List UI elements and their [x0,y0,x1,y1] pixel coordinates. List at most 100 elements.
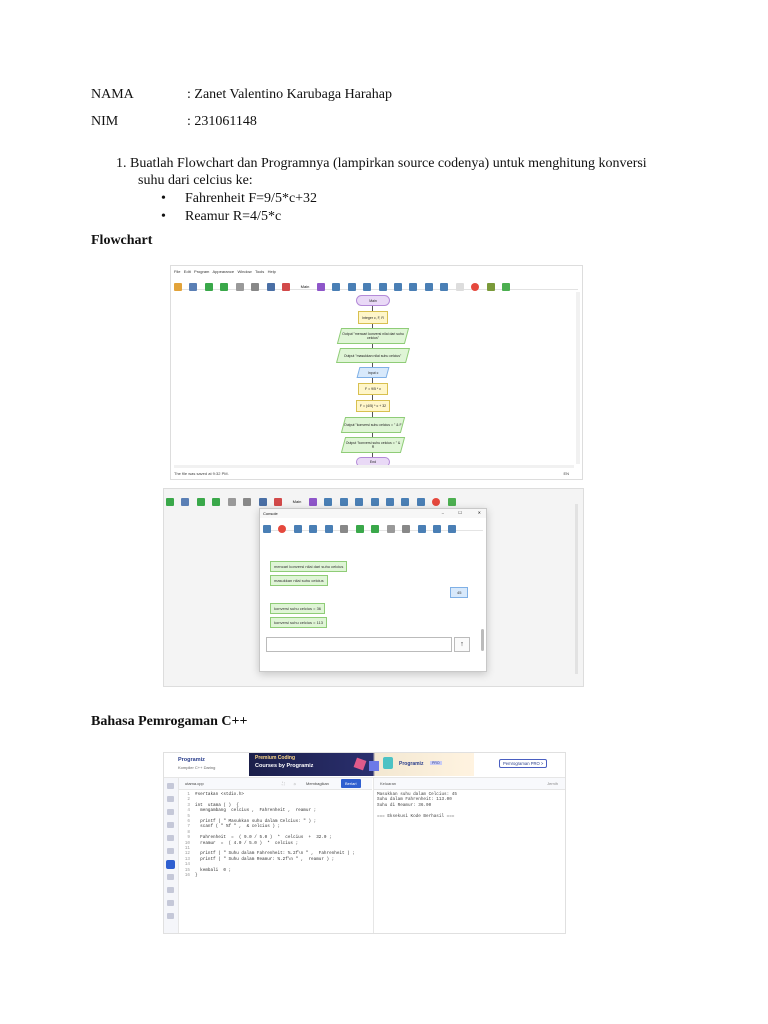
record-icon[interactable] [278,524,287,533]
function-dropdown[interactable]: Main [292,499,302,505]
code-line[interactable]: reamur = ( 4.0 / 5.0 ) * celcius ; [195,840,299,846]
language-sql-icon[interactable] [167,809,174,815]
step-icon[interactable] [220,282,229,291]
source-code-icon[interactable] [409,282,418,291]
menu-program[interactable]: Program [194,269,210,274]
run-icon[interactable] [355,524,364,533]
breakpoint-icon[interactable] [282,282,291,291]
promo-banner[interactable]: Premium Coding Courses by Programiz Prog… [249,753,474,776]
code-line[interactable]: int utama ( ) { [195,802,239,808]
step-over-icon[interactable] [212,497,221,506]
menu-appearance[interactable]: Appearance [212,269,235,274]
open-icon[interactable] [174,282,182,291]
language-csharp-icon[interactable] [167,874,174,880]
language-c-icon[interactable] [167,848,174,854]
language-go-icon[interactable] [167,900,174,906]
zoom-in-icon[interactable] [332,282,341,291]
menu-file[interactable]: File [174,269,181,274]
source-code[interactable]: #sertakan <stdio.h> int utama ( ) { meng… [195,792,355,879]
flow-node-output-1[interactable]: Output "mencari konversi nilai dari suhu… [336,328,410,344]
copy-icon[interactable] [324,524,333,533]
close-icon[interactable]: ✕ [477,510,481,515]
code-line[interactable]: scanf ( " %f " , & celcius ) ; [195,824,281,830]
language-js-icon[interactable] [167,887,174,893]
save-icon[interactable] [181,497,190,506]
variable-watch-icon[interactable] [394,282,403,291]
stop-icon[interactable] [243,497,252,506]
move-icon[interactable] [363,282,372,291]
programiz-logo[interactable]: Programiz [178,757,205,763]
chart-icon[interactable] [440,282,449,291]
vertical-scrollbar[interactable] [575,504,578,674]
chrome-icon[interactable] [432,497,441,506]
chat-view-icon[interactable] [263,524,271,533]
code-line[interactable]: mengambang celcius , Fahrenheit , reamur… [195,808,317,814]
language-java-icon[interactable] [167,835,174,841]
variable-watch-icon[interactable] [432,524,441,533]
console-icon[interactable] [401,497,410,506]
code-line[interactable]: printf ( " Suhu dalam Reamur: %.2f\n " ,… [195,856,335,862]
flow-node-input[interactable]: Input c [356,367,390,378]
zoom-in-icon[interactable] [293,524,302,533]
menu-tools[interactable]: Tools [254,269,265,274]
clear-icon[interactable] [340,524,349,533]
function-icon[interactable] [316,282,325,291]
run-icon[interactable] [166,497,174,506]
language-html-icon[interactable] [167,822,174,828]
step-icon[interactable] [371,524,380,533]
zoom-out-icon[interactable] [309,524,318,533]
export-icon[interactable] [502,282,511,291]
function-icon[interactable] [308,497,317,506]
code-line[interactable]: Fahrenheit = ( 9.0 / 5.0 ) * celcius + 3… [195,835,332,841]
menu-edit[interactable]: Edit [183,269,191,274]
vertical-scrollbar[interactable] [576,292,580,464]
theme-icon[interactable]: ☼ [293,781,297,786]
language-ts-icon[interactable] [167,913,174,919]
code-line[interactable]: kembali 0 ; [195,867,232,873]
flow-node-assign-f[interactable]: F = 9/5 * c [358,383,388,395]
variable-icon[interactable] [266,282,275,291]
pause-icon[interactable] [235,282,244,291]
programiz-pro-button[interactable]: Pemrograman PRO > [499,759,548,768]
flow-node-declare[interactable]: Integer c, F, R [358,311,388,324]
language-cpp-icon[interactable] [166,860,175,869]
variable-icon[interactable] [258,497,267,506]
source-code-icon[interactable] [386,497,395,506]
send-arrow-icon[interactable]: ↑ [454,637,470,652]
clear-button[interactable]: Jernih [547,781,558,786]
zoom-in-icon[interactable] [324,497,333,506]
save-icon[interactable] [189,282,198,291]
export-icon[interactable] [447,497,456,506]
source-code-icon[interactable] [448,524,457,533]
code-line[interactable]: printf ( " Suhu dalam Fahrenheit: %.2f\n… [195,851,355,857]
flow-node-output-3[interactable]: Output "konversi suhu celcius = " & F [340,417,406,433]
pause-icon[interactable] [227,497,236,506]
grid-icon[interactable] [455,282,464,291]
code-line[interactable]: printf ( " Masukkan suhu dalam Celcius: … [195,819,317,825]
flow-node-output-2[interactable]: Output "masukkan nilai suhu celcius" [335,348,411,363]
code-line[interactable]: } [195,873,198,879]
console-scrollbar[interactable] [481,629,484,651]
stop-icon[interactable] [402,524,411,533]
breakpoint-icon[interactable] [274,497,283,506]
share-button[interactable]: Membagikan [306,781,329,786]
console-icon[interactable] [424,282,433,291]
pause-icon[interactable] [386,524,395,533]
sound-icon[interactable] [486,282,495,291]
flow-node-output-4[interactable]: Output "konversi suhu celcius = " & R [340,437,406,453]
minimize-icon[interactable]: – [441,510,444,515]
code-line[interactable]: #sertakan <stdio.h> [195,792,244,797]
chart-icon[interactable] [416,497,425,506]
flow-node-assign-r[interactable]: F = (4/5) * c + 32 [356,400,390,412]
function-dropdown[interactable]: Main [300,284,310,290]
run-icon[interactable] [204,282,213,291]
menu-window[interactable]: Window [237,269,252,274]
language-r-icon[interactable] [167,796,174,802]
fullscreen-icon[interactable]: ⛶ [282,781,285,786]
window-icon[interactable] [378,282,387,291]
variable-watch-icon[interactable] [370,497,379,506]
menu-help[interactable]: Help [267,269,276,274]
stop-icon[interactable] [251,282,260,291]
maximize-icon[interactable]: ☐ [458,510,462,515]
